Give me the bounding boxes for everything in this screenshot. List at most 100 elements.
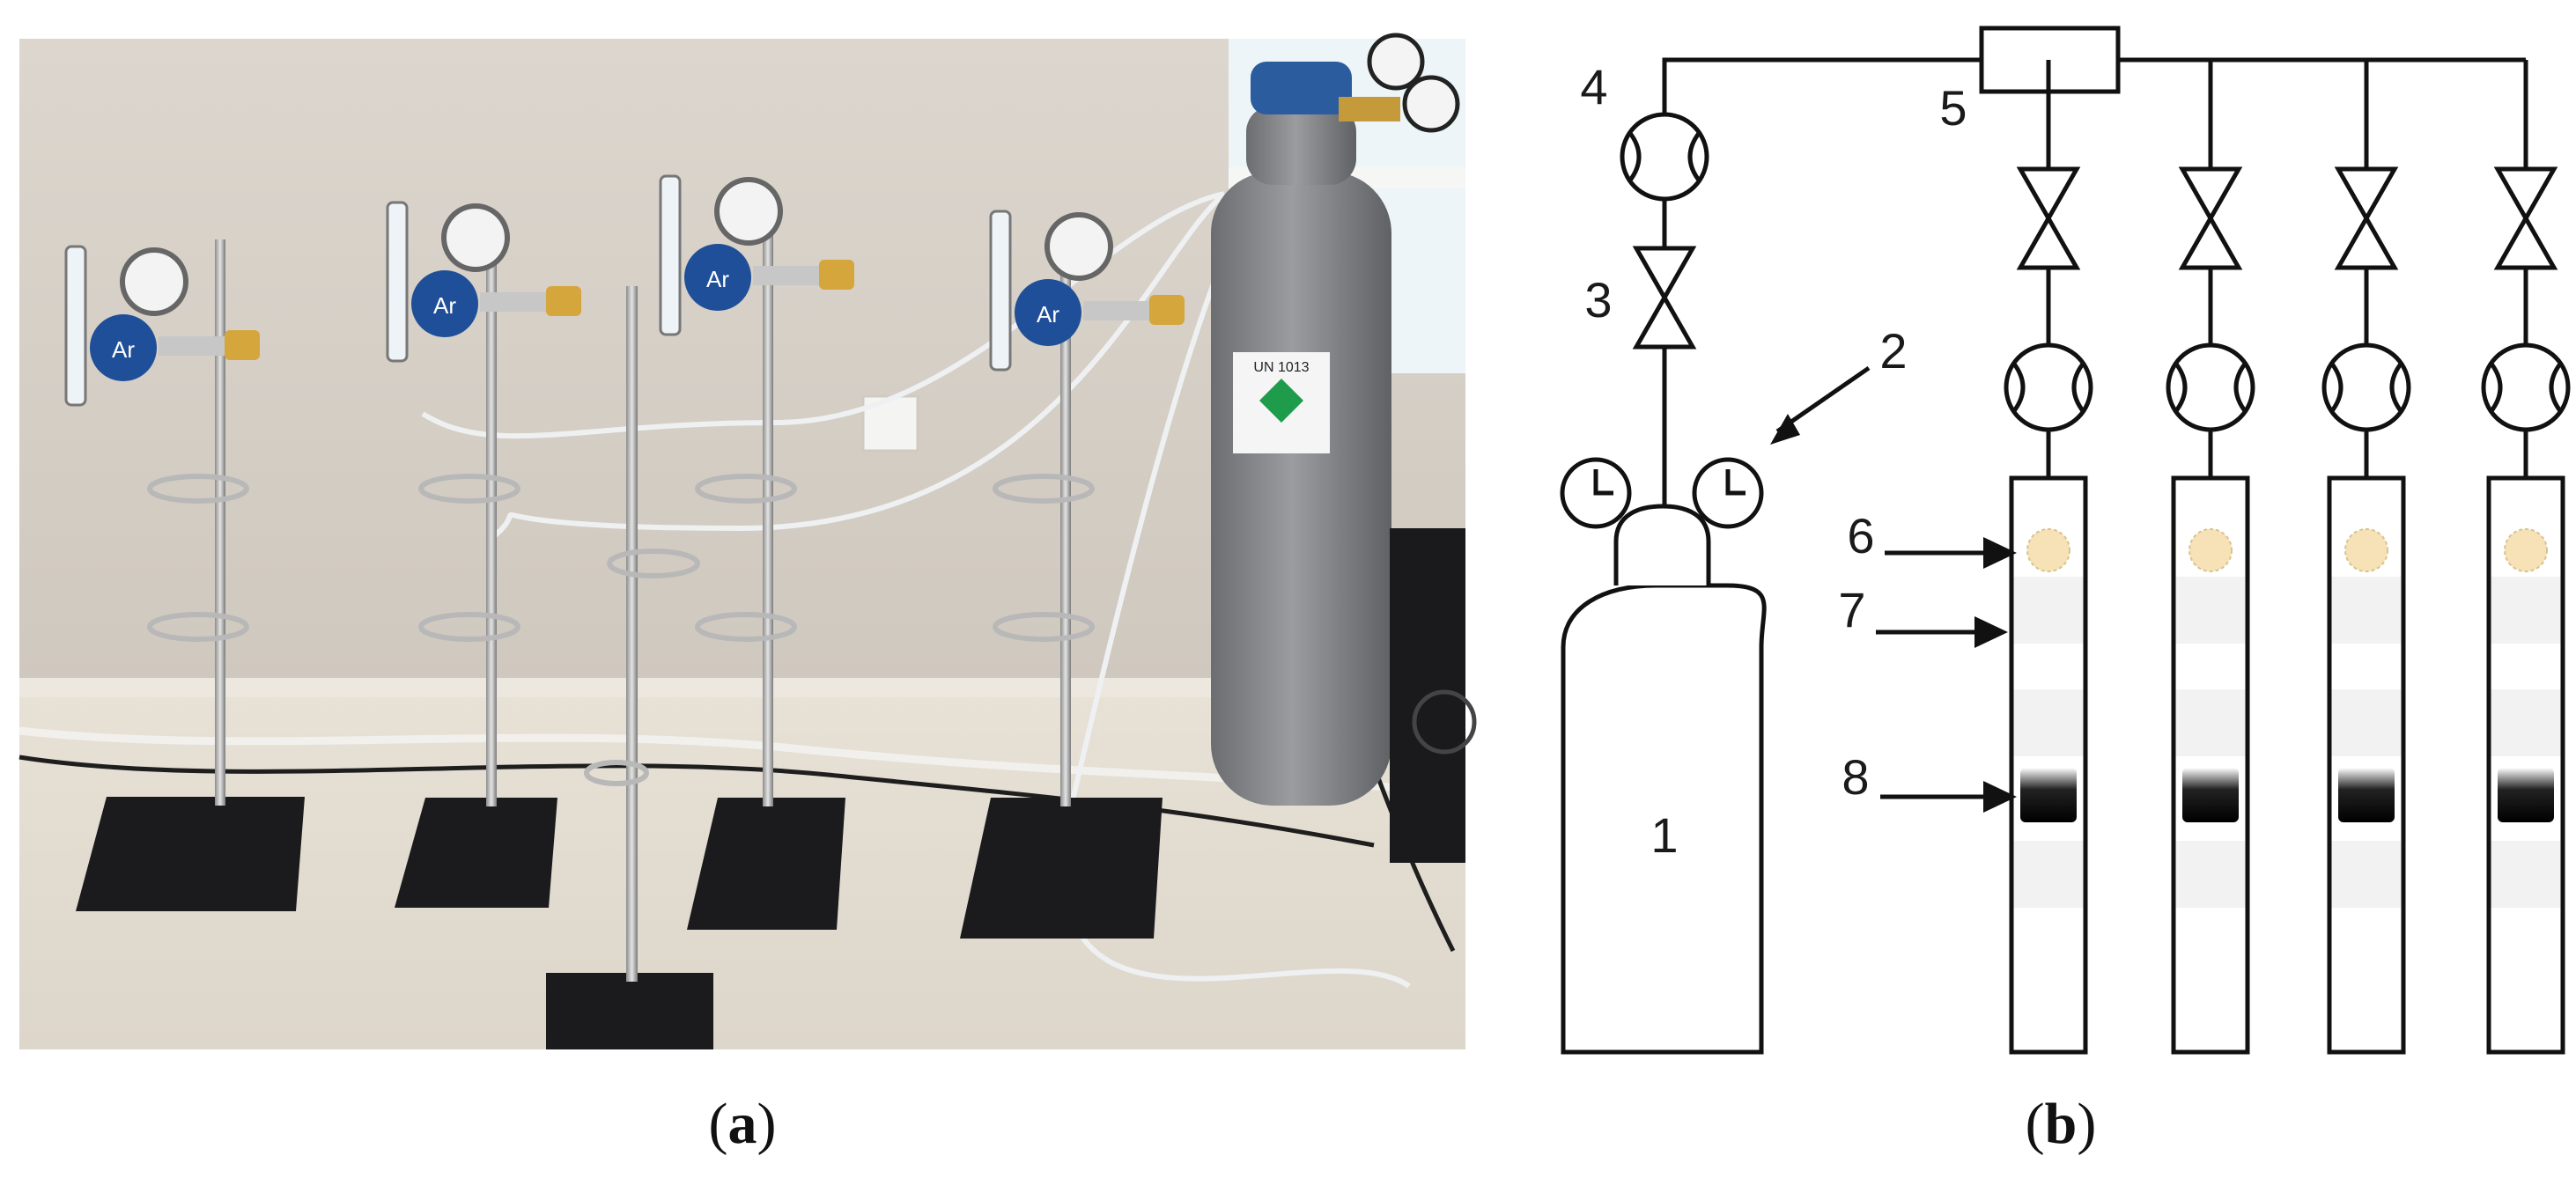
branch-1 [2004, 60, 2093, 1055]
reactor-tube [2171, 475, 2250, 1055]
label-8: 8 [1842, 749, 1869, 805]
ar-symbol: Ar [433, 292, 456, 319]
caption-a: (a) [709, 1092, 777, 1156]
cylinder-gauge-2 [1402, 75, 1460, 133]
branch-2 [2166, 60, 2255, 1055]
inert-layer-7 [2331, 577, 2402, 644]
inert-layer-7 [2491, 841, 2561, 908]
arrow-7 [1876, 616, 2008, 648]
branch-valve-icon [2493, 166, 2558, 270]
reactor-tube [2486, 475, 2565, 1055]
inert-layer-7 [2013, 577, 2084, 644]
argon-regulator: Ar [64, 245, 260, 407]
pressure-gauge-left-icon [1560, 457, 1632, 529]
gas-cylinder: UN 1013 [1211, 33, 1460, 806]
sample-8 [2020, 768, 2077, 822]
inert-layer-7 [2331, 689, 2402, 756]
stand-rod [763, 202, 773, 806]
inert-layer-7 [2491, 689, 2561, 756]
argon-regulator: Ar [659, 174, 854, 336]
brass-fitting [225, 330, 260, 360]
inert-layer-7 [2331, 841, 2402, 908]
label-7: 7 [1838, 582, 1865, 637]
brass-fitting [1149, 295, 1185, 325]
stand-rod [1060, 255, 1071, 806]
ar-symbol: Ar [112, 336, 135, 363]
branch-3 [2321, 60, 2411, 1055]
lab-stand-2: Ar [386, 201, 581, 908]
flowmeter-4-icon [1620, 112, 1709, 202]
flow-tube [64, 245, 87, 407]
inert-layer-7 [2013, 689, 2084, 756]
regulator-outlet [753, 266, 823, 285]
sample-6 [2188, 528, 2233, 572]
caption-b: (b) [2026, 1092, 2097, 1156]
gas-tubing [421, 191, 1225, 439]
equipment-fan-icon [1412, 689, 1477, 755]
flow-tube [989, 210, 1012, 372]
inert-layer-7 [2175, 841, 2246, 908]
branch-flowmeter-icon [2004, 342, 2093, 432]
ring-clamp [695, 612, 797, 642]
ring-clamp [418, 474, 520, 504]
label-5: 5 [1939, 80, 1967, 136]
lab-stand-3: Ar [659, 174, 854, 930]
label-6: 6 [1847, 508, 1874, 563]
ring-clamp [147, 612, 249, 642]
stand-rod [215, 239, 225, 806]
regulator-gauge [120, 247, 188, 316]
baseboard [19, 678, 1465, 697]
stand-base [546, 973, 713, 1049]
branch-valve-icon [2334, 166, 2399, 270]
arrow-6 [1885, 537, 2017, 569]
regulator-gauge [1044, 212, 1113, 281]
stand-base [687, 798, 845, 930]
sample-8 [2182, 768, 2239, 822]
ring-clamp [695, 474, 797, 504]
lab-stand-1: Ar [64, 239, 305, 911]
gas-cylinder-1 [1561, 504, 1767, 1055]
stand-rod [626, 286, 638, 982]
flow-tube [659, 174, 682, 336]
argon-regulator: Ar [989, 210, 1185, 372]
regulator-body [90, 314, 157, 381]
ring-clamp [584, 760, 649, 786]
inert-layer-7 [2013, 841, 2084, 908]
branch-flowmeter-icon [2481, 342, 2571, 432]
stand-rod [486, 211, 497, 806]
hazard-diamond [1259, 379, 1303, 423]
branch-4 [2481, 60, 2571, 1055]
inert-layer-7 [2175, 689, 2246, 756]
ring-clamp [607, 549, 700, 578]
stand-base [76, 797, 305, 911]
arrow-8 [1880, 781, 2017, 813]
label-2: 2 [1879, 323, 1907, 379]
regulator-body [684, 244, 751, 311]
valve-3-icon [1632, 246, 1697, 350]
label-1: 1 [1650, 807, 1678, 863]
branch-flowmeter-icon [2321, 342, 2411, 432]
schematic-panel: 1 2 3 4 5 6 7 8 [1560, 26, 2571, 1055]
arrow-2 [1775, 365, 1871, 434]
regulator-outlet [159, 336, 229, 356]
floor-cable [18, 755, 1375, 848]
sample-8 [2338, 768, 2395, 822]
ring-clamp [993, 612, 1095, 642]
regulator-outlet [480, 292, 550, 312]
main-pipe [1662, 57, 1982, 211]
branch-valve-icon [2178, 166, 2243, 270]
regulator-gauge [441, 203, 510, 272]
argon-regulator: Ar [386, 201, 581, 363]
branch-valve-icon [2016, 166, 2081, 270]
lab-stand-center [546, 286, 713, 1049]
ring-clamp [147, 474, 249, 504]
inert-layer-7 [2491, 577, 2561, 644]
branch-flowmeter-icon [2166, 342, 2255, 432]
regulator-outlet [1083, 301, 1154, 320]
regulator-body [411, 270, 478, 337]
label-4: 4 [1580, 59, 1607, 114]
ar-symbol: Ar [706, 266, 729, 292]
